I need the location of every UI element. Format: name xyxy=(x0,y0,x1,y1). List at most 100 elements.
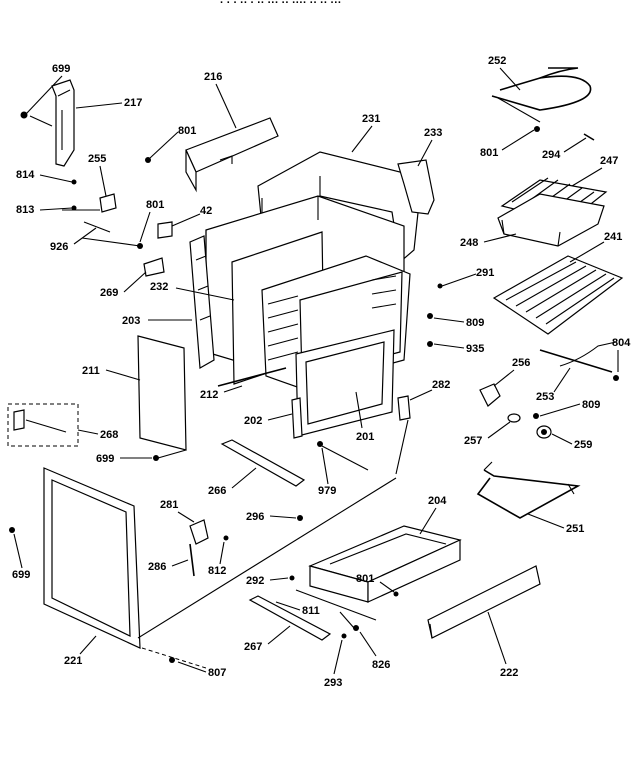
callout-251: 251 xyxy=(566,523,584,535)
screw-935 xyxy=(427,341,433,347)
callout-222: 222 xyxy=(500,667,518,679)
callout-281: 281 xyxy=(160,499,178,511)
callout-296: 296 xyxy=(246,511,264,523)
callout-241: 241 xyxy=(604,231,622,243)
callout-811: 811 xyxy=(302,605,320,617)
part-212-lower-bracket xyxy=(217,367,287,387)
part-204-storage-drawer xyxy=(308,525,462,603)
part-267-drawer-rail xyxy=(248,595,332,641)
callout-809-a: 809 xyxy=(466,317,484,329)
callout-801-c: 801 xyxy=(146,199,164,211)
callout-935: 935 xyxy=(466,343,484,355)
callout-212: 212 xyxy=(200,389,218,401)
callout-216: 216 xyxy=(204,71,222,83)
callout-247: 247 xyxy=(600,155,618,167)
part-257-knob xyxy=(507,413,521,423)
callout-203: 203 xyxy=(122,315,140,327)
part-266-support-rail xyxy=(220,439,306,487)
callout-259: 259 xyxy=(574,439,592,451)
callout-269: 269 xyxy=(100,287,118,299)
callout-813: 813 xyxy=(16,204,34,216)
part-282-post xyxy=(397,395,411,421)
callout-266: 266 xyxy=(208,485,226,497)
part-269-bracket xyxy=(143,257,165,277)
callout-217: 217 xyxy=(124,97,142,109)
part-217-side-trim xyxy=(51,79,75,167)
callout-699-mid: 699 xyxy=(96,453,114,465)
callout-232: 232 xyxy=(150,281,168,293)
screw-814 xyxy=(71,179,77,185)
callout-801-b: 801 xyxy=(480,147,498,159)
screw-807 xyxy=(169,657,175,663)
assembly-guide-lines xyxy=(29,115,409,669)
callout-809-b: 809 xyxy=(582,399,600,411)
part-211-side-panel xyxy=(137,335,187,451)
part-42-bracket xyxy=(157,221,173,239)
callout-814: 814 xyxy=(16,169,35,181)
part-201-door-frame xyxy=(295,329,395,437)
part-222-drawer-front xyxy=(427,565,541,639)
screw-979 xyxy=(317,441,323,447)
screw-699-top xyxy=(20,111,28,119)
part-926-pin xyxy=(83,221,111,233)
callout-252: 252 xyxy=(488,55,506,67)
callout-267: 267 xyxy=(244,641,262,653)
screw-293 xyxy=(341,633,347,639)
callout-248: 248 xyxy=(460,237,478,249)
callout-804: 804 xyxy=(612,337,631,349)
screw-801-b xyxy=(534,126,540,132)
part-202-door-glass xyxy=(291,397,303,439)
callout-268: 268 xyxy=(100,429,118,441)
callout-292: 292 xyxy=(246,575,264,587)
callout-286: 286 xyxy=(148,561,166,573)
part-253-wire xyxy=(559,341,617,367)
callout-231: 231 xyxy=(362,113,380,125)
screw-291 xyxy=(437,283,443,289)
callout-255: 255 xyxy=(88,153,106,165)
part-252-broil-element xyxy=(491,67,592,123)
part-248-broiler-pan xyxy=(497,193,605,247)
callout-291: 291 xyxy=(476,267,494,279)
callout-979: 979 xyxy=(318,485,336,497)
part-286-rod xyxy=(189,543,195,577)
screw-812 xyxy=(223,535,229,541)
part-253-rod xyxy=(539,349,613,373)
header-fragment: · · · ·· · ·· ··· ·· ···· ·· ·· ··· xyxy=(220,0,342,9)
callout-233: 233 xyxy=(424,127,442,139)
screw-699-bottom xyxy=(9,527,15,533)
callout-699-top: 699 xyxy=(52,63,70,75)
part-259-knob xyxy=(536,425,552,439)
callout-926: 926 xyxy=(50,241,68,253)
part-294-clip xyxy=(583,133,595,141)
screw-801-d xyxy=(393,591,399,597)
part-203-side-panel xyxy=(189,235,215,369)
callout-204: 204 xyxy=(428,495,447,507)
callout-293: 293 xyxy=(324,677,342,689)
callouts: 699 217 216 801 231 233 252 801 294 247 … xyxy=(12,55,631,689)
callout-801-d: 801 xyxy=(356,573,374,585)
part-255-hinge-block xyxy=(99,193,117,213)
screw-296 xyxy=(297,515,303,521)
screw-801-a xyxy=(145,157,151,163)
part-281-bracket xyxy=(189,519,209,545)
screw-826 xyxy=(353,625,359,631)
part-268-inset-box xyxy=(7,403,79,447)
part-221-outer-door xyxy=(43,467,141,649)
screw-809-b xyxy=(533,413,539,419)
part-216-vent-panel xyxy=(185,117,279,193)
callout-221: 221 xyxy=(64,655,82,667)
part-241-oven-rack xyxy=(492,255,624,335)
callout-257: 257 xyxy=(464,435,482,447)
callout-826: 826 xyxy=(372,659,390,671)
callout-294: 294 xyxy=(542,149,561,161)
callout-211: 211 xyxy=(82,365,100,377)
screw-804 xyxy=(613,375,619,381)
screw-809-a xyxy=(427,313,433,319)
callout-282: 282 xyxy=(432,379,450,391)
part-233-vent-duct xyxy=(397,159,435,215)
callout-812: 812 xyxy=(208,565,226,577)
callout-801-a: 801 xyxy=(178,125,196,137)
callout-201: 201 xyxy=(356,431,374,443)
screw-813 xyxy=(71,205,77,211)
